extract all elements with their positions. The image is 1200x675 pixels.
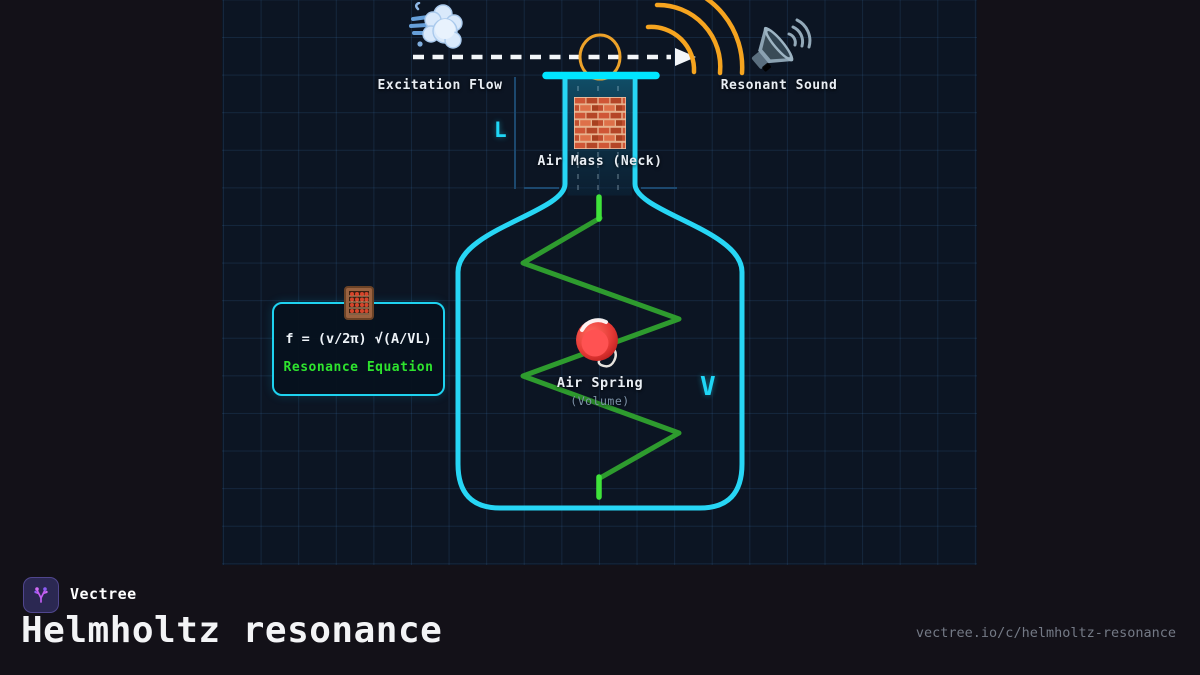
excitation-flow-label: Excitation Flow	[377, 78, 503, 93]
resonant-sound-label: Resonant Sound	[720, 78, 838, 93]
excitation-arrow	[413, 48, 696, 66]
brand-name: Vectree	[70, 585, 137, 603]
equation-caption: Resonance Equation	[283, 360, 434, 375]
vectree-logo-icon	[34, 587, 48, 603]
page-title: Helmholtz resonance	[21, 610, 443, 651]
air-spring-label: Air Spring	[556, 375, 644, 391]
brick-icon	[574, 97, 626, 149]
sound-wave-arcs	[645, 0, 745, 76]
vectree-logo	[23, 577, 59, 613]
air-mass-neck-label: Air Mass (Neck)	[537, 154, 663, 169]
volume-dimension: V	[700, 372, 716, 402]
equation-box: f = (v/2π) √(A/VL) Resonance Equation	[272, 286, 445, 396]
volume-sublabel: (Volume)	[570, 394, 630, 408]
abacus-icon	[343, 286, 374, 320]
wind-puff-icon	[409, 2, 463, 49]
neck-dimension-lines	[514, 77, 677, 189]
page-url: vectree.io/c/helmholtz-resonance	[915, 625, 1176, 641]
neck-length-dimension: L	[494, 118, 507, 142]
resonance-formula: f = (v/2π) √(A/VL)	[285, 331, 432, 347]
speaker-icon	[751, 18, 812, 72]
bottle-outline	[455, 78, 745, 511]
yoyo-icon	[576, 318, 618, 368]
